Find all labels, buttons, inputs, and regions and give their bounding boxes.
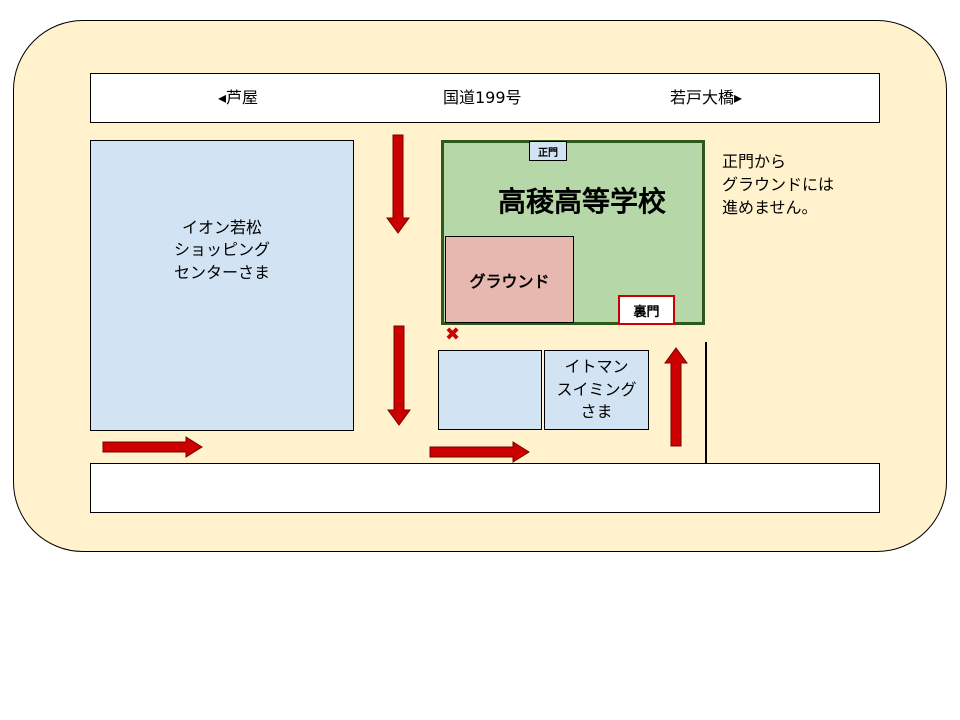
x-mark-icon: ✖: [445, 324, 461, 345]
road-national-199: [90, 73, 880, 123]
building-itoman: イトマン スイミング さま: [544, 350, 649, 430]
road-label-wakato-bridge: 若戸大橋▸: [670, 88, 743, 107]
aeon-label-line: イオン若松: [181, 217, 262, 237]
direction-arrow-icon: [429, 441, 530, 463]
road-label-ashiya: ◂芦屋: [218, 88, 259, 107]
road-bottom: [90, 463, 880, 513]
back-gate-label: 裏門: [633, 304, 660, 320]
school-ground-field: グラウンド: [445, 236, 574, 323]
aeon-label-line: センターさま: [173, 262, 270, 282]
building-unlabeled: [438, 350, 542, 430]
aeon-label-line: ショッピング: [173, 240, 270, 260]
main-gate: 正門: [529, 141, 567, 161]
direction-arrow-icon: [102, 436, 203, 458]
itoman-label-line: スイミング: [556, 379, 637, 399]
note-line: 正門から: [722, 152, 787, 171]
direction-arrow-icon: [387, 325, 411, 426]
note-line: 進めません。: [722, 198, 818, 218]
note-line: グラウンドには: [722, 175, 835, 195]
ground-label: グラウンド: [469, 271, 550, 291]
itoman-label-line: さま: [580, 402, 613, 422]
direction-arrow-icon: [386, 134, 410, 234]
building-aeon: イオン若松 ショッピング センターさま: [90, 140, 354, 431]
main-gate-label: 正門: [538, 147, 558, 159]
road-label-route-199: 国道199号: [443, 88, 522, 107]
back-gate: 裏門: [618, 295, 675, 325]
school-name: 高稜高等学校: [498, 185, 667, 218]
direction-arrow-icon: [664, 347, 688, 447]
itoman-label-line: イトマン: [564, 357, 629, 377]
access-note: 正門から グラウンドには 進めません。: [722, 150, 834, 220]
